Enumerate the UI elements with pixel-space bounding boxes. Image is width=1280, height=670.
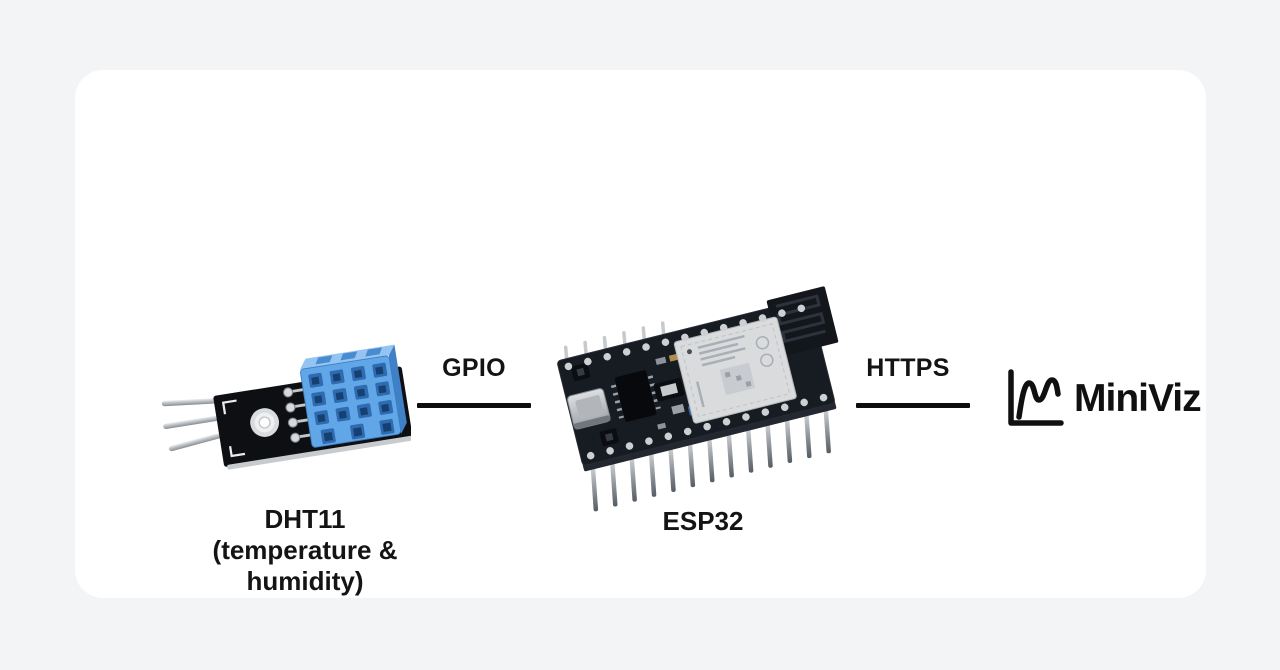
- https-connection-line: [856, 403, 970, 408]
- dht11-solder-pads-icon: [283, 387, 312, 443]
- esp32-uart-chip-icon: [610, 370, 661, 422]
- esp32-header-pins-icon: [590, 405, 831, 512]
- esp32-top-pins-icon: [563, 321, 666, 360]
- dht11-pins-icon: [161, 398, 224, 452]
- dht11-blue-case-icon: [299, 344, 407, 448]
- miniviz-logo: MiniViz: [1001, 366, 1202, 432]
- https-connection-label: HTTPS: [866, 354, 950, 382]
- gpio-connection-line: [417, 403, 531, 408]
- esp32-usb-port-icon: [567, 388, 611, 430]
- dht11-sensor-photo: [161, 344, 411, 470]
- esp32-antenna-icon: [766, 286, 839, 357]
- dht11-label-block: DHT11 (temperature & humidity): [180, 504, 430, 597]
- esp32-shield-icon: [673, 316, 797, 424]
- diagram-card: DHT11 (temperature & humidity) GPIO: [75, 70, 1206, 598]
- esp32-label: ESP32: [662, 506, 744, 536]
- line-chart-icon: [1008, 369, 1064, 426]
- miniviz-wordmark: MiniViz: [1074, 377, 1202, 420]
- dht11-label: DHT11: [264, 504, 346, 534]
- dht11-sublabel: (temperature & humidity): [212, 535, 398, 596]
- esp32-board-photo: [557, 286, 839, 512]
- esp32-button-icon: [571, 363, 619, 447]
- gpio-connection-label: GPIO: [442, 354, 506, 382]
